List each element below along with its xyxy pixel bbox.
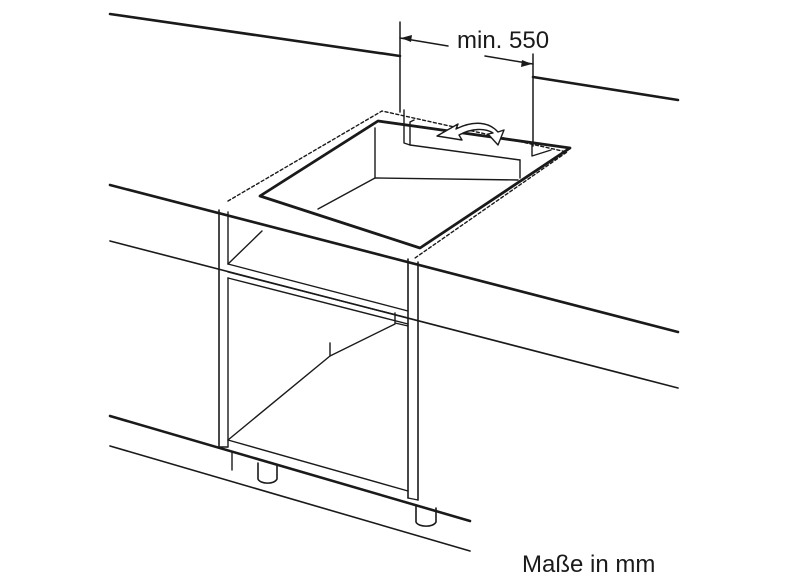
worktop-front-top-edge [108, 183, 680, 334]
cabinet-rail [227, 263, 409, 325]
cutout-back-lip-left [403, 109, 415, 146]
cutout-back-lip-right [531, 143, 552, 157]
cabinet-back-panel-bottom [227, 323, 396, 441]
cabinet-feet-base [218, 446, 419, 501]
cabinet-rail-notch [394, 312, 409, 327]
cabinet-legs [231, 451, 437, 527]
units-note: Maße in mm [522, 551, 655, 578]
hob-outline [227, 110, 568, 259]
cutout-rim [258, 119, 572, 250]
dimension-label: min. 550 [457, 27, 549, 54]
worktop-back-edge-right [531, 75, 680, 102]
dimension-arrow-right-icon [521, 60, 532, 67]
cabinet-rail-depth [227, 230, 263, 265]
base-cabinet [218, 209, 419, 501]
leg-left [257, 462, 278, 484]
dimension-min-550: min. 550 [399, 21, 549, 147]
worktop-cutout [258, 109, 572, 250]
dimension-arrow-left-icon [401, 35, 412, 42]
cabinet-bottom-front [227, 439, 409, 492]
plinth [108, 414, 472, 552]
airflow-arrow-icon [436, 122, 505, 146]
plinth-top-line [108, 414, 472, 523]
cutout-back-lip [409, 144, 521, 161]
hob-footprint-dashed [227, 110, 568, 259]
worktop-back-edge-left [108, 12, 402, 58]
leg-right [415, 504, 437, 527]
cutout-inner-floor [374, 177, 519, 181]
plinth-bottom-line [109, 445, 471, 552]
worktop [108, 12, 680, 389]
